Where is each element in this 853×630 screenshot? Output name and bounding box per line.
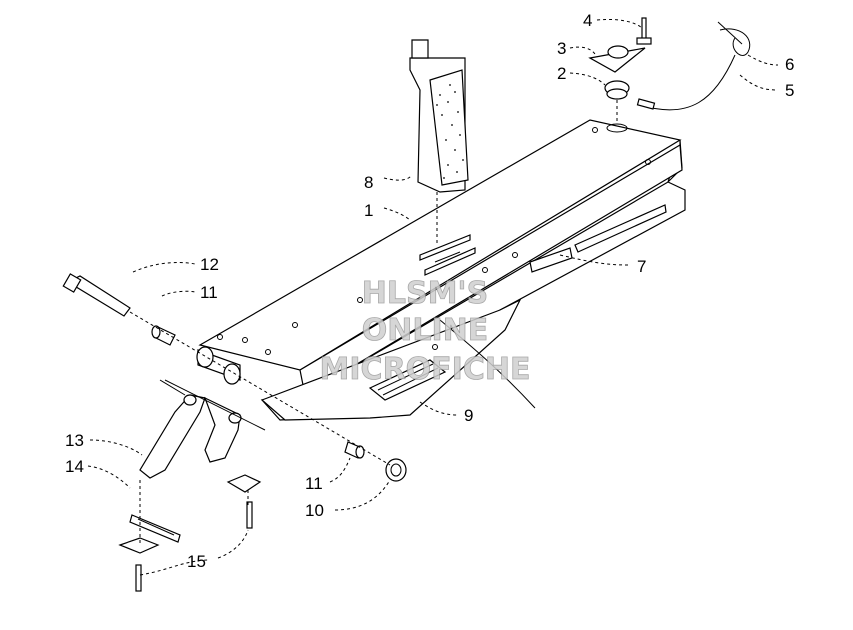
part-14-pad [129,514,181,543]
callout-11-lower: 11 [305,474,323,493]
callout-10: 10 [305,501,324,520]
part-2-grommet [604,80,630,100]
part-12-bolt [62,273,131,317]
callout-8: 8 [364,173,373,192]
callout-11-upper: 11 [200,283,218,302]
callout-15: 15 [187,552,206,571]
watermark-line-3: MICROFICHE [320,352,531,387]
part-8-pad [409,39,469,245]
part-11-bushing-lower [344,441,365,459]
part-3-mount-plate [588,45,646,73]
callout-13: 13 [65,431,84,450]
part-10-nut [385,458,407,482]
callout-7: 7 [637,257,646,276]
callout-14: 14 [65,457,84,476]
callout-5: 5 [785,81,794,100]
callout-4: 4 [583,11,592,30]
part-5-6-cable [636,21,751,111]
watermark-line-1: HLSM'S [362,276,488,311]
callout-12: 12 [200,255,219,274]
callout-labels: 4 3 2 6 5 8 1 7 9 12 11 11 10 13 14 15 [65,11,794,571]
leader-lines [87,19,779,576]
hinge-tube [196,346,241,385]
callout-2: 2 [557,64,566,83]
callout-3: 3 [557,39,566,58]
chassis-body [198,119,686,421]
watermark: HLSM'S ONLINE MICROFICHE [319,276,531,388]
callout-6: 6 [785,55,794,74]
callout-9: 9 [464,406,473,425]
watermark-line-2: ONLINE [362,313,489,348]
part-15-fasteners [118,474,262,592]
part-4-rivet [636,17,652,45]
part-13-bracket [139,379,266,479]
callout-1: 1 [364,201,373,220]
part-11-bushing-upper [151,325,176,346]
